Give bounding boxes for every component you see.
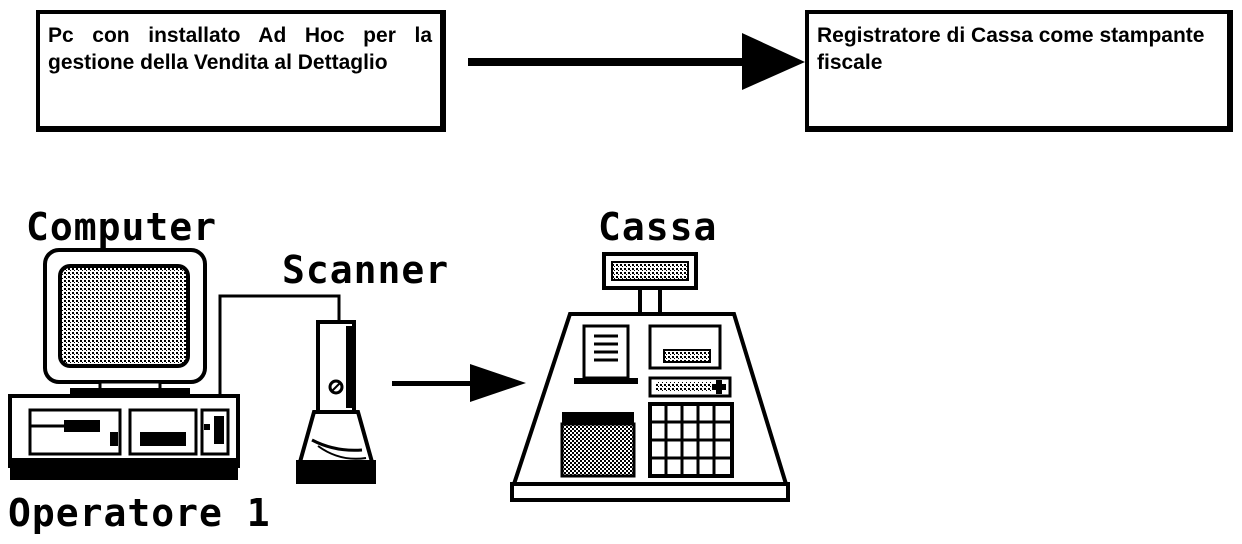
scanner-label: Scanner bbox=[282, 248, 450, 292]
computer-icon bbox=[8, 248, 240, 480]
operator-label: Operatore 1 bbox=[8, 491, 271, 535]
cash-register-description-text: Registratore di Cassa come stampante fis… bbox=[817, 24, 1205, 74]
scanner-cable bbox=[218, 294, 341, 396]
cash-register-icon bbox=[510, 252, 790, 502]
scanner-arrow bbox=[392, 364, 526, 402]
pc-description-text: Pc con installato Ad Hoc per la gestione… bbox=[48, 24, 432, 74]
cassa-label: Cassa bbox=[598, 205, 718, 249]
scanner-icon bbox=[296, 320, 376, 484]
pc-description-box: Pc con installato Ad Hoc per la gestione… bbox=[36, 10, 446, 132]
computer-label: Computer bbox=[26, 205, 218, 249]
cash-register-description-box: Registratore di Cassa come stampante fis… bbox=[805, 10, 1233, 132]
top-arrow bbox=[468, 33, 805, 90]
